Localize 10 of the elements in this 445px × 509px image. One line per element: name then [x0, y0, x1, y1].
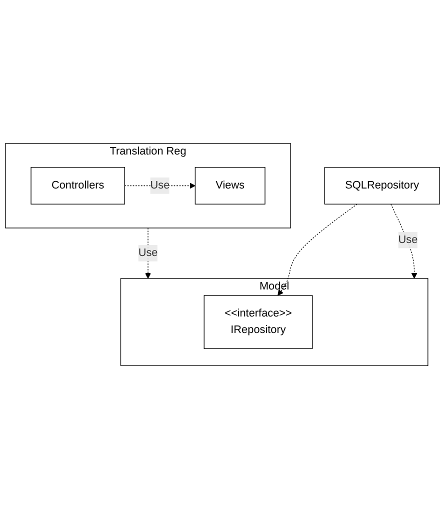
edge-label: Use: [150, 180, 170, 192]
edge-label: Use: [398, 234, 418, 246]
arrow: [390, 204, 418, 279]
node-box: Controllers: [30, 166, 126, 204]
edge-label: Use: [138, 247, 158, 259]
node-box: Views: [194, 166, 266, 204]
arrow: [145, 228, 152, 279]
node-box: <<interface>> IRepository: [204, 295, 313, 349]
node-box: SQLRepository: [324, 166, 440, 204]
arrow: [278, 204, 358, 296]
